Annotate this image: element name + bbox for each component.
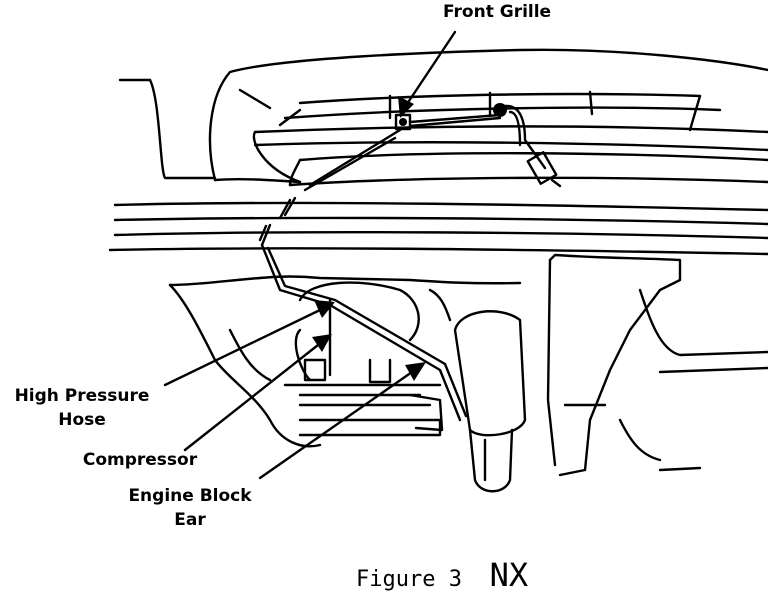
front-grille <box>252 90 768 187</box>
leader-arrows <box>163 30 457 480</box>
high-pressure-hose-leader <box>163 308 322 387</box>
hood-outline <box>118 48 768 184</box>
engine-block-ear-label-line2: Ear <box>174 510 206 530</box>
engine-block-ear-label-line1: Engine Block <box>128 486 252 506</box>
high-pressure-hose-label-line2: Hose <box>58 410 106 430</box>
compressor-leader <box>183 343 320 452</box>
bumper-lines <box>108 201 768 256</box>
engine-block-ear-arrowhead <box>405 362 426 381</box>
right-block <box>428 253 768 493</box>
hose-line <box>258 128 468 422</box>
grille-bracket <box>394 103 562 188</box>
model-name: NX <box>489 556 529 594</box>
front-grille-leader <box>405 30 457 106</box>
figure-caption: Figure 3 NX <box>356 556 528 594</box>
engine-block-ear-leader <box>258 370 414 480</box>
figure-number: Figure 3 <box>356 567 462 592</box>
compressor-label: Compressor <box>82 450 198 470</box>
high-pressure-hose-label-line1: High Pressure <box>14 386 150 406</box>
high-pressure-hose-arrowhead <box>314 300 335 318</box>
engine-block-ear-label: Engine Block Ear <box>112 484 268 532</box>
front-grille-label: Front Grille <box>443 2 552 22</box>
engine-area <box>168 275 522 448</box>
compressor-arrowhead <box>312 334 332 352</box>
high-pressure-hose-label: High Pressure Hose <box>0 384 164 432</box>
front-grille-arrowhead <box>398 96 414 118</box>
